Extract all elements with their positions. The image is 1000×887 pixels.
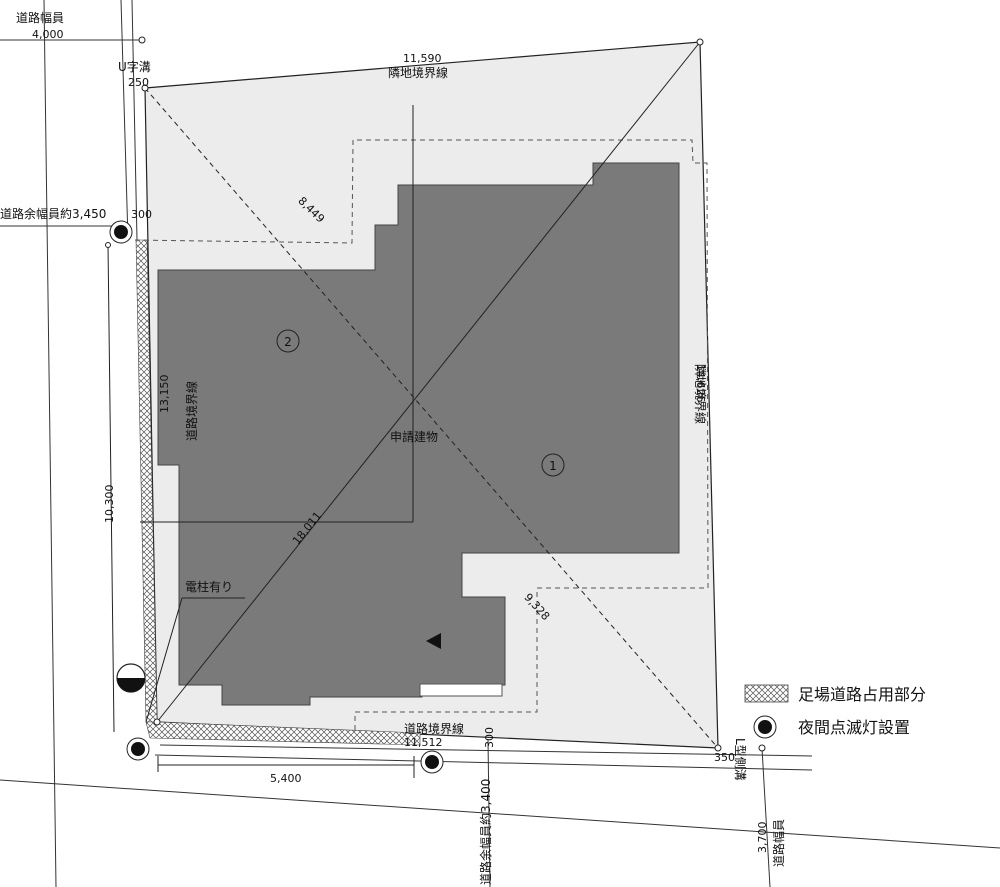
left-boundary-label: 道路境界線 <box>184 381 199 441</box>
flashing-lamp-icon <box>126 737 150 761</box>
setback-outline <box>134 139 709 730</box>
road-margin-bottom-label: 道路余幅員約3,400 <box>478 779 493 885</box>
building-number-1: 1 <box>541 453 565 477</box>
neighbor-top-value: 11,590 <box>403 52 442 65</box>
building-label: 申請建物 <box>390 430 438 444</box>
road-margin-left-300: 300 <box>131 208 152 221</box>
diagonal-lines <box>107 41 719 749</box>
bottom-dim-value: 5,400 <box>270 772 302 785</box>
bottom-boundary-label: 道路境界線 <box>404 721 464 736</box>
dimension-lines <box>145 597 415 778</box>
legend: 足場道路占用部分 夜間点滅灯設置 <box>744 684 926 739</box>
svg-text:2: 2 <box>284 335 292 349</box>
right-boundary-label: 隣地境界線 <box>693 364 708 424</box>
left-dim-value: 10,300 <box>103 485 116 524</box>
road-width-right-label: 道路幅員 <box>771 819 786 867</box>
flashing-lamp-icon <box>753 715 777 739</box>
pole-label: 電柱有り <box>185 579 233 594</box>
entrance-step <box>419 683 503 697</box>
svg-text:1: 1 <box>549 459 557 473</box>
road-width-top-value: 4,000 <box>32 28 64 41</box>
entrance-arrow-icon <box>426 633 441 649</box>
right-350: 350 <box>714 751 735 764</box>
legend-lamp-label: 夜間点滅灯設置 <box>798 718 910 737</box>
road-width-top-label: 道路幅員 <box>16 10 64 25</box>
left-boundary-value: 13,150 <box>158 375 171 414</box>
flashing-lamp-icon <box>420 750 444 774</box>
road-width-right-value: 3,700 <box>756 822 769 854</box>
l-ditch-label: L型側溝 <box>733 738 747 781</box>
bottom-300: 300 <box>483 727 496 748</box>
u-ditch-value: 250 <box>128 76 149 89</box>
utility-pole-icon <box>116 663 146 693</box>
building-number-2: 2 <box>276 329 300 353</box>
bottom-boundary-value: 11,512 <box>404 736 443 749</box>
applied-building <box>157 162 680 706</box>
flashing-lamp-icon <box>109 220 133 244</box>
u-ditch-label: U字溝 <box>118 59 151 74</box>
right-boundary-value: 14,626 <box>694 364 707 403</box>
survey-points <box>105 36 766 752</box>
road-margin-left-label: 道路余幅員約3,450 <box>0 206 106 221</box>
legend-scaffold-label: 足場道路占用部分 <box>798 685 926 704</box>
legend-hatch-swatch <box>744 684 789 703</box>
neighbor-top-label: 隣地境界線 <box>388 65 448 80</box>
